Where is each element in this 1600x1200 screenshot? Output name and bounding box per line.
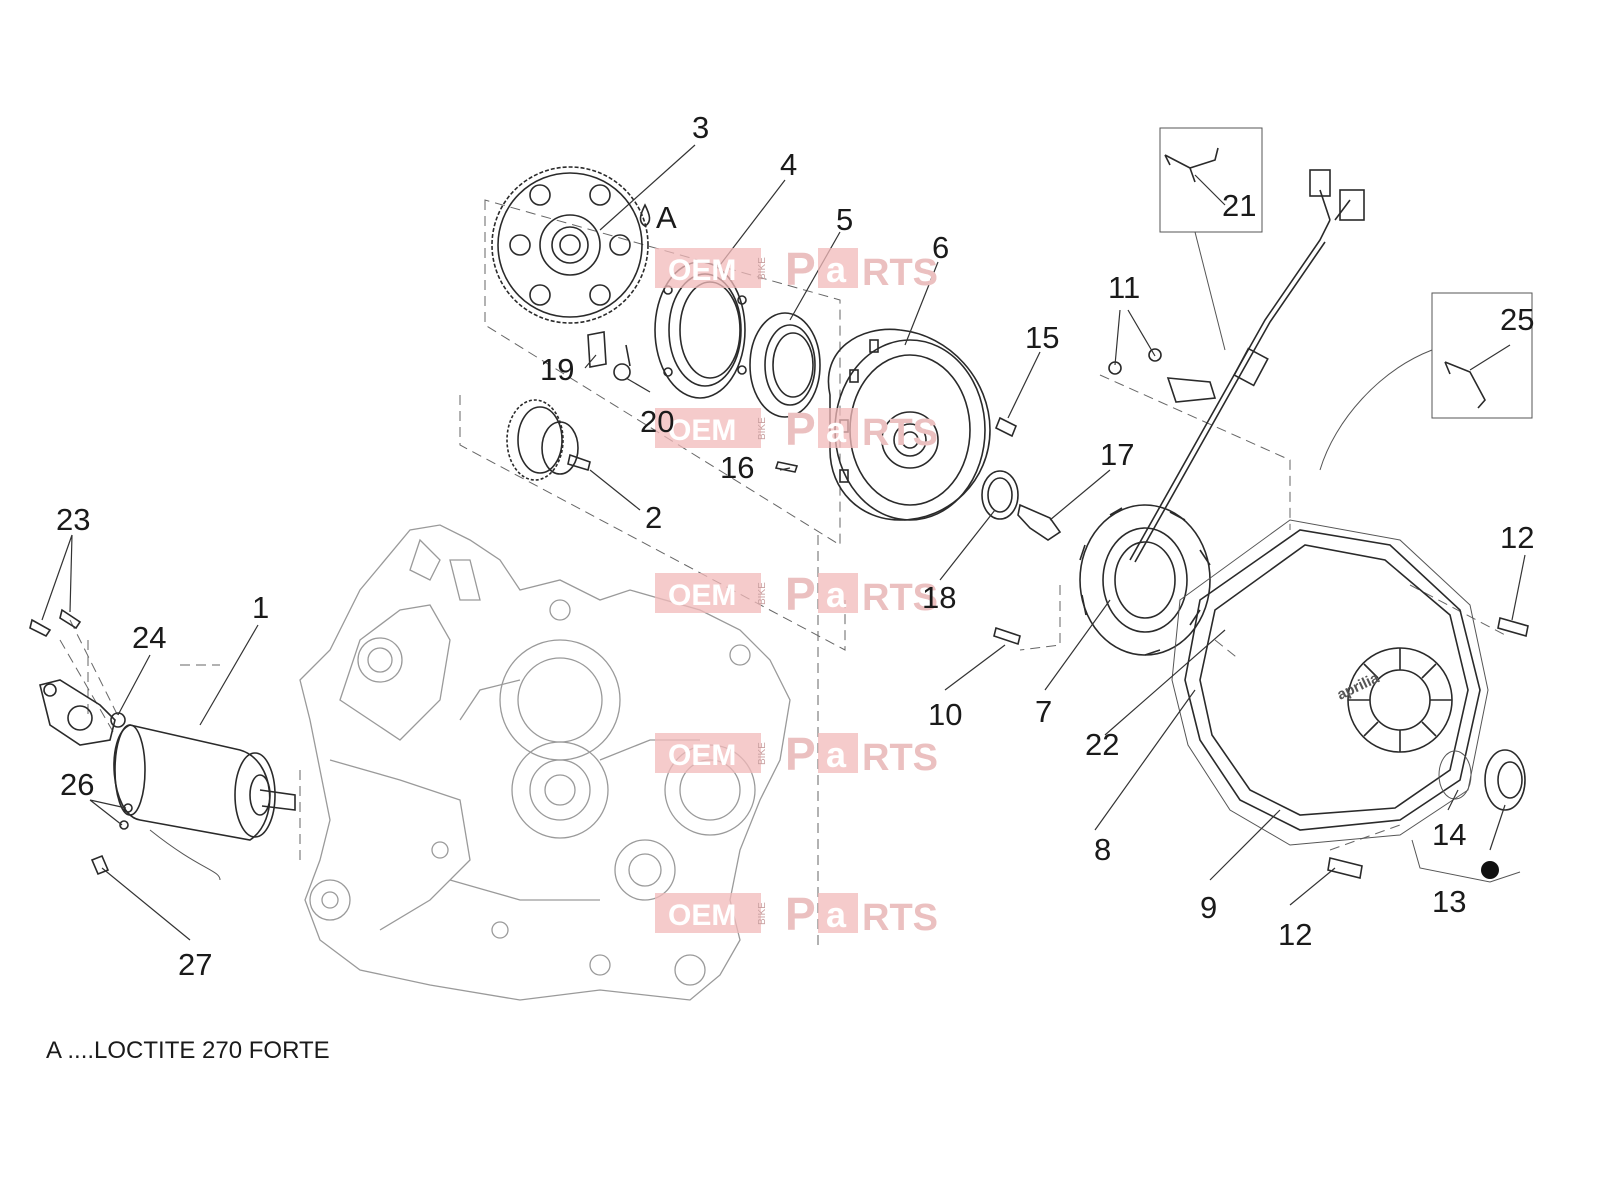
svg-text:RTS: RTS: [862, 577, 938, 619]
bolt-12-top: [1497, 616, 1529, 638]
pickup-sensor-11: [1108, 348, 1217, 403]
callout-27: 27: [178, 947, 212, 982]
bolt-15: [994, 416, 1018, 438]
loctite-note: A ....LOCTITE 270 FORTE: [46, 1037, 330, 1064]
callout-4: 4: [780, 147, 797, 182]
callout-14: 14: [1432, 817, 1466, 852]
generator-cover: [1184, 529, 1481, 831]
svg-text:P: P: [785, 568, 816, 620]
callout-2: 2: [645, 500, 662, 535]
starter-motor: [113, 724, 296, 881]
svg-text:P: P: [785, 728, 816, 780]
assembly-guides: [59, 199, 1506, 945]
svg-text:P: P: [785, 403, 816, 455]
svg-text:RTS: RTS: [862, 412, 938, 454]
watermark: OEM BIKE P a RTS OEM BIKE P a RTS OEM BI…: [655, 243, 938, 940]
svg-text:BIKE: BIKE: [757, 902, 768, 925]
callout-12-bottom: 12: [1278, 917, 1312, 952]
washer-18: [981, 470, 1019, 520]
engine-crankcase: [299, 524, 791, 1001]
callout-26: 26: [60, 767, 94, 802]
freewheel-bearing: [749, 312, 821, 418]
bolt-20: [613, 344, 631, 381]
ring-gear: [491, 166, 649, 324]
loctite-marker: A: [656, 200, 677, 235]
callout-8: 8: [1094, 832, 1111, 867]
callout-9: 9: [1200, 890, 1217, 925]
watermark-3: OEM BIKE P a RTS: [655, 568, 938, 620]
watermark-1: OEM BIKE P a RTS: [655, 243, 938, 295]
svg-text:OEM: OEM: [668, 254, 736, 287]
callout-21: 21: [1222, 188, 1256, 223]
callouts: 3 4 5 6 A 19 20 15 16 17 2 18 11 21 25 1…: [56, 110, 1534, 982]
svg-text:BIKE: BIKE: [757, 582, 768, 605]
callout-17: 17: [1100, 437, 1134, 472]
callout-6: 6: [932, 230, 949, 265]
washer-19: [587, 331, 607, 368]
callout-25: 25: [1500, 302, 1534, 337]
callout-22: 22: [1085, 727, 1119, 762]
stator: [1079, 504, 1211, 656]
gasket: [1171, 519, 1489, 846]
plug-13: [1481, 749, 1526, 879]
svg-text:P: P: [785, 888, 816, 940]
callout-5: 5: [836, 202, 853, 237]
callout-20: 20: [640, 404, 674, 439]
callout-3: 3: [692, 110, 709, 145]
hardware-26-27: [90, 803, 133, 876]
starter-flange: [39, 679, 126, 746]
bolt-12-bottom: [1327, 857, 1363, 879]
svg-text:a: a: [826, 894, 847, 935]
callout-16: 16: [720, 450, 754, 485]
callout-23: 23: [56, 502, 90, 537]
inset-21: [1159, 127, 1263, 351]
svg-text:a: a: [826, 734, 847, 775]
svg-text:OEM: OEM: [668, 899, 736, 932]
svg-text:RTS: RTS: [862, 897, 938, 939]
intermediate-gear: [506, 399, 591, 481]
inset-25: [1319, 292, 1533, 471]
bolts-23: [29, 608, 82, 638]
watermark-2: OEM BIKE P a RTS: [655, 403, 938, 455]
callout-7: 7: [1035, 694, 1052, 729]
callout-18: 18: [922, 580, 956, 615]
svg-text:a: a: [826, 249, 847, 290]
svg-text:BIKE: BIKE: [757, 257, 768, 280]
loctite-drop-icon: [639, 203, 651, 227]
callout-13: 13: [1432, 884, 1466, 919]
bolt-17: [1017, 503, 1062, 541]
watermark-5: OEM BIKE P a RTS: [655, 888, 938, 940]
callout-24: 24: [132, 620, 166, 655]
svg-text:OEM: OEM: [668, 414, 736, 447]
watermark-4: OEM BIKE P a RTS: [655, 728, 938, 780]
svg-text:a: a: [826, 574, 847, 615]
svg-text:P: P: [785, 243, 816, 295]
callout-10: 10: [928, 697, 962, 732]
callout-11: 11: [1108, 270, 1140, 305]
svg-text:RTS: RTS: [862, 252, 938, 294]
bolt-10: [993, 626, 1021, 646]
svg-text:a: a: [826, 409, 847, 450]
callout-1: 1: [252, 590, 269, 625]
svg-text:OEM: OEM: [668, 579, 736, 612]
callout-12-top: 12: [1500, 520, 1534, 555]
o-ring-14: [1438, 750, 1472, 800]
wire-harness: [1129, 169, 1365, 563]
cover-brand-text: aprilia: [1335, 669, 1383, 703]
bracket-13: [1411, 839, 1521, 883]
svg-text:BIKE: BIKE: [757, 417, 768, 440]
callout-19: 19: [540, 352, 574, 387]
callout-15: 15: [1025, 320, 1059, 355]
svg-text:BIKE: BIKE: [757, 742, 768, 765]
svg-text:RTS: RTS: [862, 737, 938, 779]
key-16: [774, 461, 799, 473]
svg-text:OEM: OEM: [668, 739, 736, 772]
